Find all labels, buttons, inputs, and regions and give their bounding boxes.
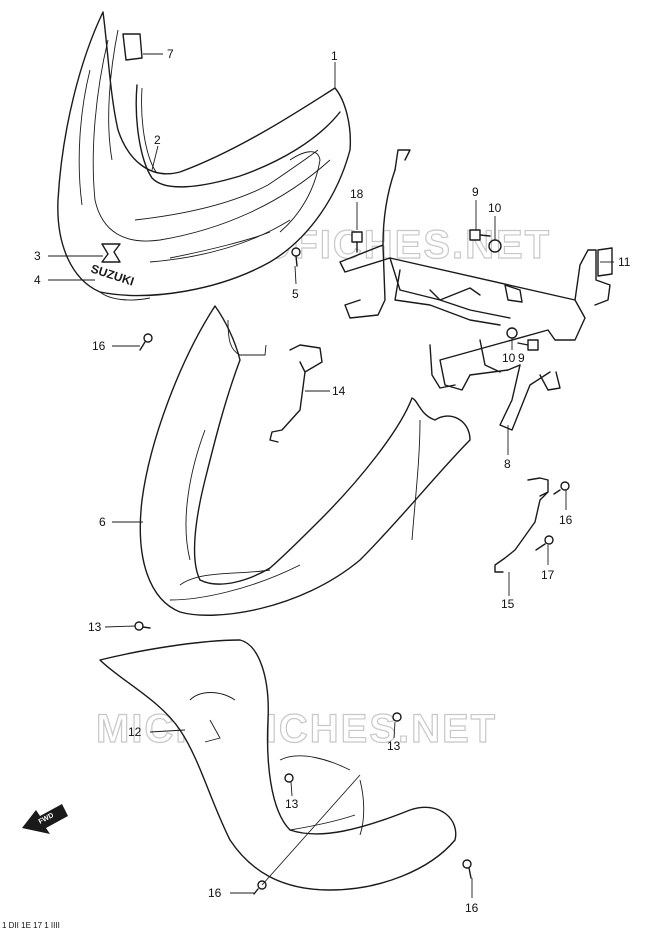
bracket-14 [269,344,323,443]
callout-8: 8 [504,457,511,471]
cowling-bracket [339,149,611,431]
callout-13-center: 13 [285,797,299,811]
callout-15: 15 [501,597,515,611]
callout-16-bottom-left: 16 [208,886,222,900]
upper-cowling [57,11,352,301]
bolt-16-right [553,481,570,495]
callout-5: 5 [292,287,299,301]
washer-10-lower [506,327,518,339]
watermark-bottom: MICROFICHES.NET [96,707,497,751]
callout-16-bottom-right: 16 [465,901,479,915]
callout-2: 2 [154,133,161,147]
callout-16-right: 16 [559,513,573,527]
fwd-arrow-icon: FWD [22,804,68,834]
callout-13-right: 13 [387,739,401,753]
bracket-15 [494,477,549,573]
callout-1: 1 [331,49,338,63]
footer-code: 1 DII 1E 17 1 IIII [2,921,60,930]
bolt-18 [351,231,363,253]
bolt-16-upper-left [139,333,153,351]
callout-9-upper: 9 [472,185,479,199]
bolt-16-bottom-right [462,859,472,879]
screw-17 [535,535,554,551]
screw-5 [291,247,301,267]
callout-17: 17 [541,568,555,582]
callout-18: 18 [350,187,364,201]
fastener-13-left [134,621,151,631]
callout-14: 14 [332,384,346,398]
side-cowling [139,305,471,616]
clip-bracket [122,33,143,61]
callout-3: 3 [34,249,41,263]
callout-12: 12 [128,725,142,739]
callout-7: 7 [167,47,174,61]
callout-11: 11 [618,255,631,269]
callout-10-upper: 10 [488,201,502,215]
callout-9-lower: 9 [518,351,525,365]
emblem [101,243,121,263]
callout-16-upper-left: 16 [92,339,106,353]
bolt-9-upper [469,229,491,241]
callout-4: 4 [34,273,41,287]
callout-13-left: 13 [88,620,102,634]
bolt-9-lower [517,339,539,351]
callout-6: 6 [99,515,106,529]
fastener-13-right [392,712,402,722]
fastener-13-center [284,773,294,783]
callout-10-lower: 10 [502,351,516,365]
windscreen-seal [135,84,341,188]
under-cowling [99,639,457,891]
